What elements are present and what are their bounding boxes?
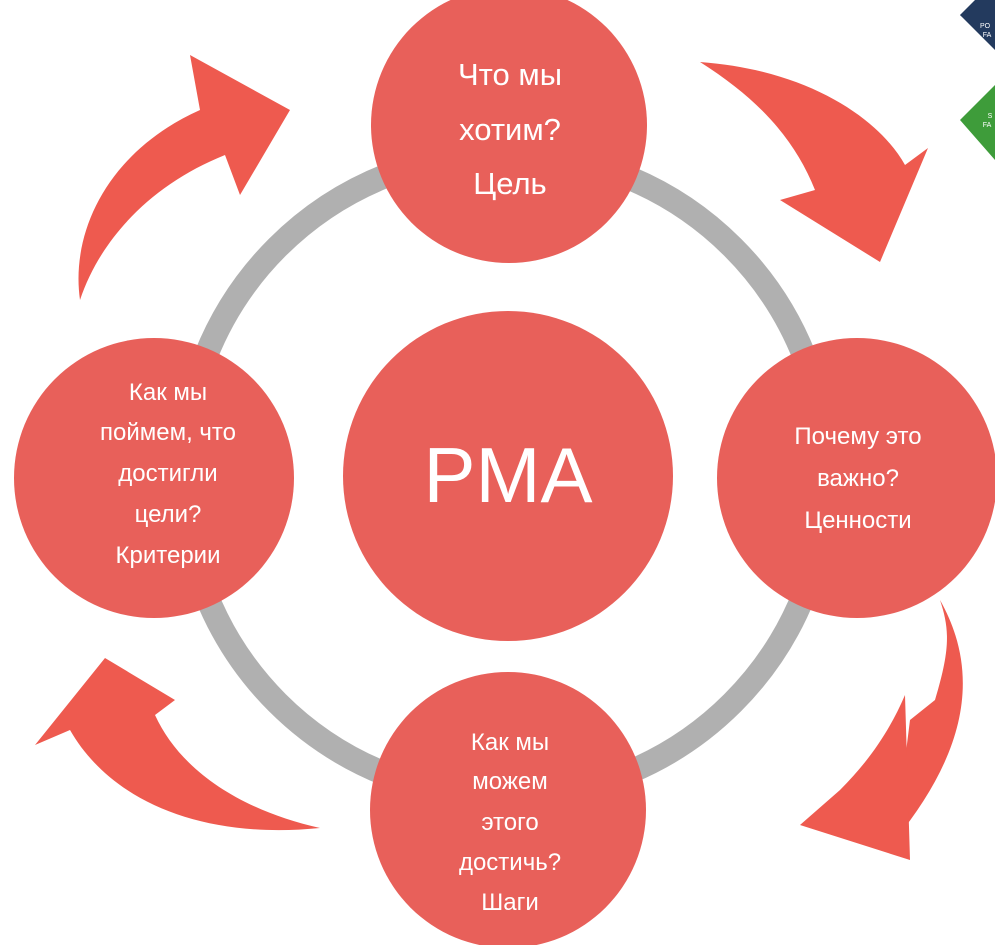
arrow-right-bottom — [800, 600, 963, 860]
node-values: Почему это важно? Ценности — [717, 338, 995, 618]
corner-badge-green: S FA — [960, 85, 995, 160]
node-goal-line1: Что мы — [458, 57, 562, 92]
node-criteria-line3: достигли — [118, 460, 217, 487]
arrow-top-right — [700, 62, 928, 262]
node-goal-line2: хотим? — [459, 112, 561, 147]
node-criteria-line2: поймем, что — [100, 419, 236, 446]
node-values-line1: Почему это — [794, 423, 921, 450]
node-steps-line2: можем — [472, 768, 547, 795]
node-values-line3: Ценности — [804, 507, 911, 534]
node-values-line2: важно? — [817, 465, 899, 492]
arrow-left-top — [78, 55, 290, 300]
node-steps-line4: достичь? — [459, 849, 561, 876]
corner-badge-navy-line1: PO — [980, 23, 991, 30]
node-steps-line5: Шаги — [481, 889, 539, 916]
node-criteria-line4: цели? — [135, 501, 202, 528]
node-criteria: Как мы поймем, что достигли цели? Критер… — [14, 338, 294, 618]
corner-badge-green-line2: FA — [983, 122, 992, 129]
center-node: PMA — [343, 311, 673, 641]
corner-badge-green-line1: S — [988, 113, 993, 120]
center-label: PMA — [423, 431, 592, 519]
node-steps-line1: Как мы — [471, 729, 549, 756]
node-goal: Что мы хотим? Цель — [371, 0, 647, 263]
arrow-bottom-left — [35, 658, 320, 831]
node-criteria-line5: Критерии — [116, 542, 221, 569]
node-steps: Как мы можем этого достичь? Шаги — [370, 672, 646, 945]
corner-badge-navy-line2: FA — [983, 32, 992, 39]
corner-badge-navy: PO FA — [960, 0, 995, 50]
node-steps-line3: этого — [481, 809, 538, 836]
node-goal-line3: Цель — [473, 166, 546, 201]
node-criteria-line1: Как мы — [129, 379, 207, 406]
